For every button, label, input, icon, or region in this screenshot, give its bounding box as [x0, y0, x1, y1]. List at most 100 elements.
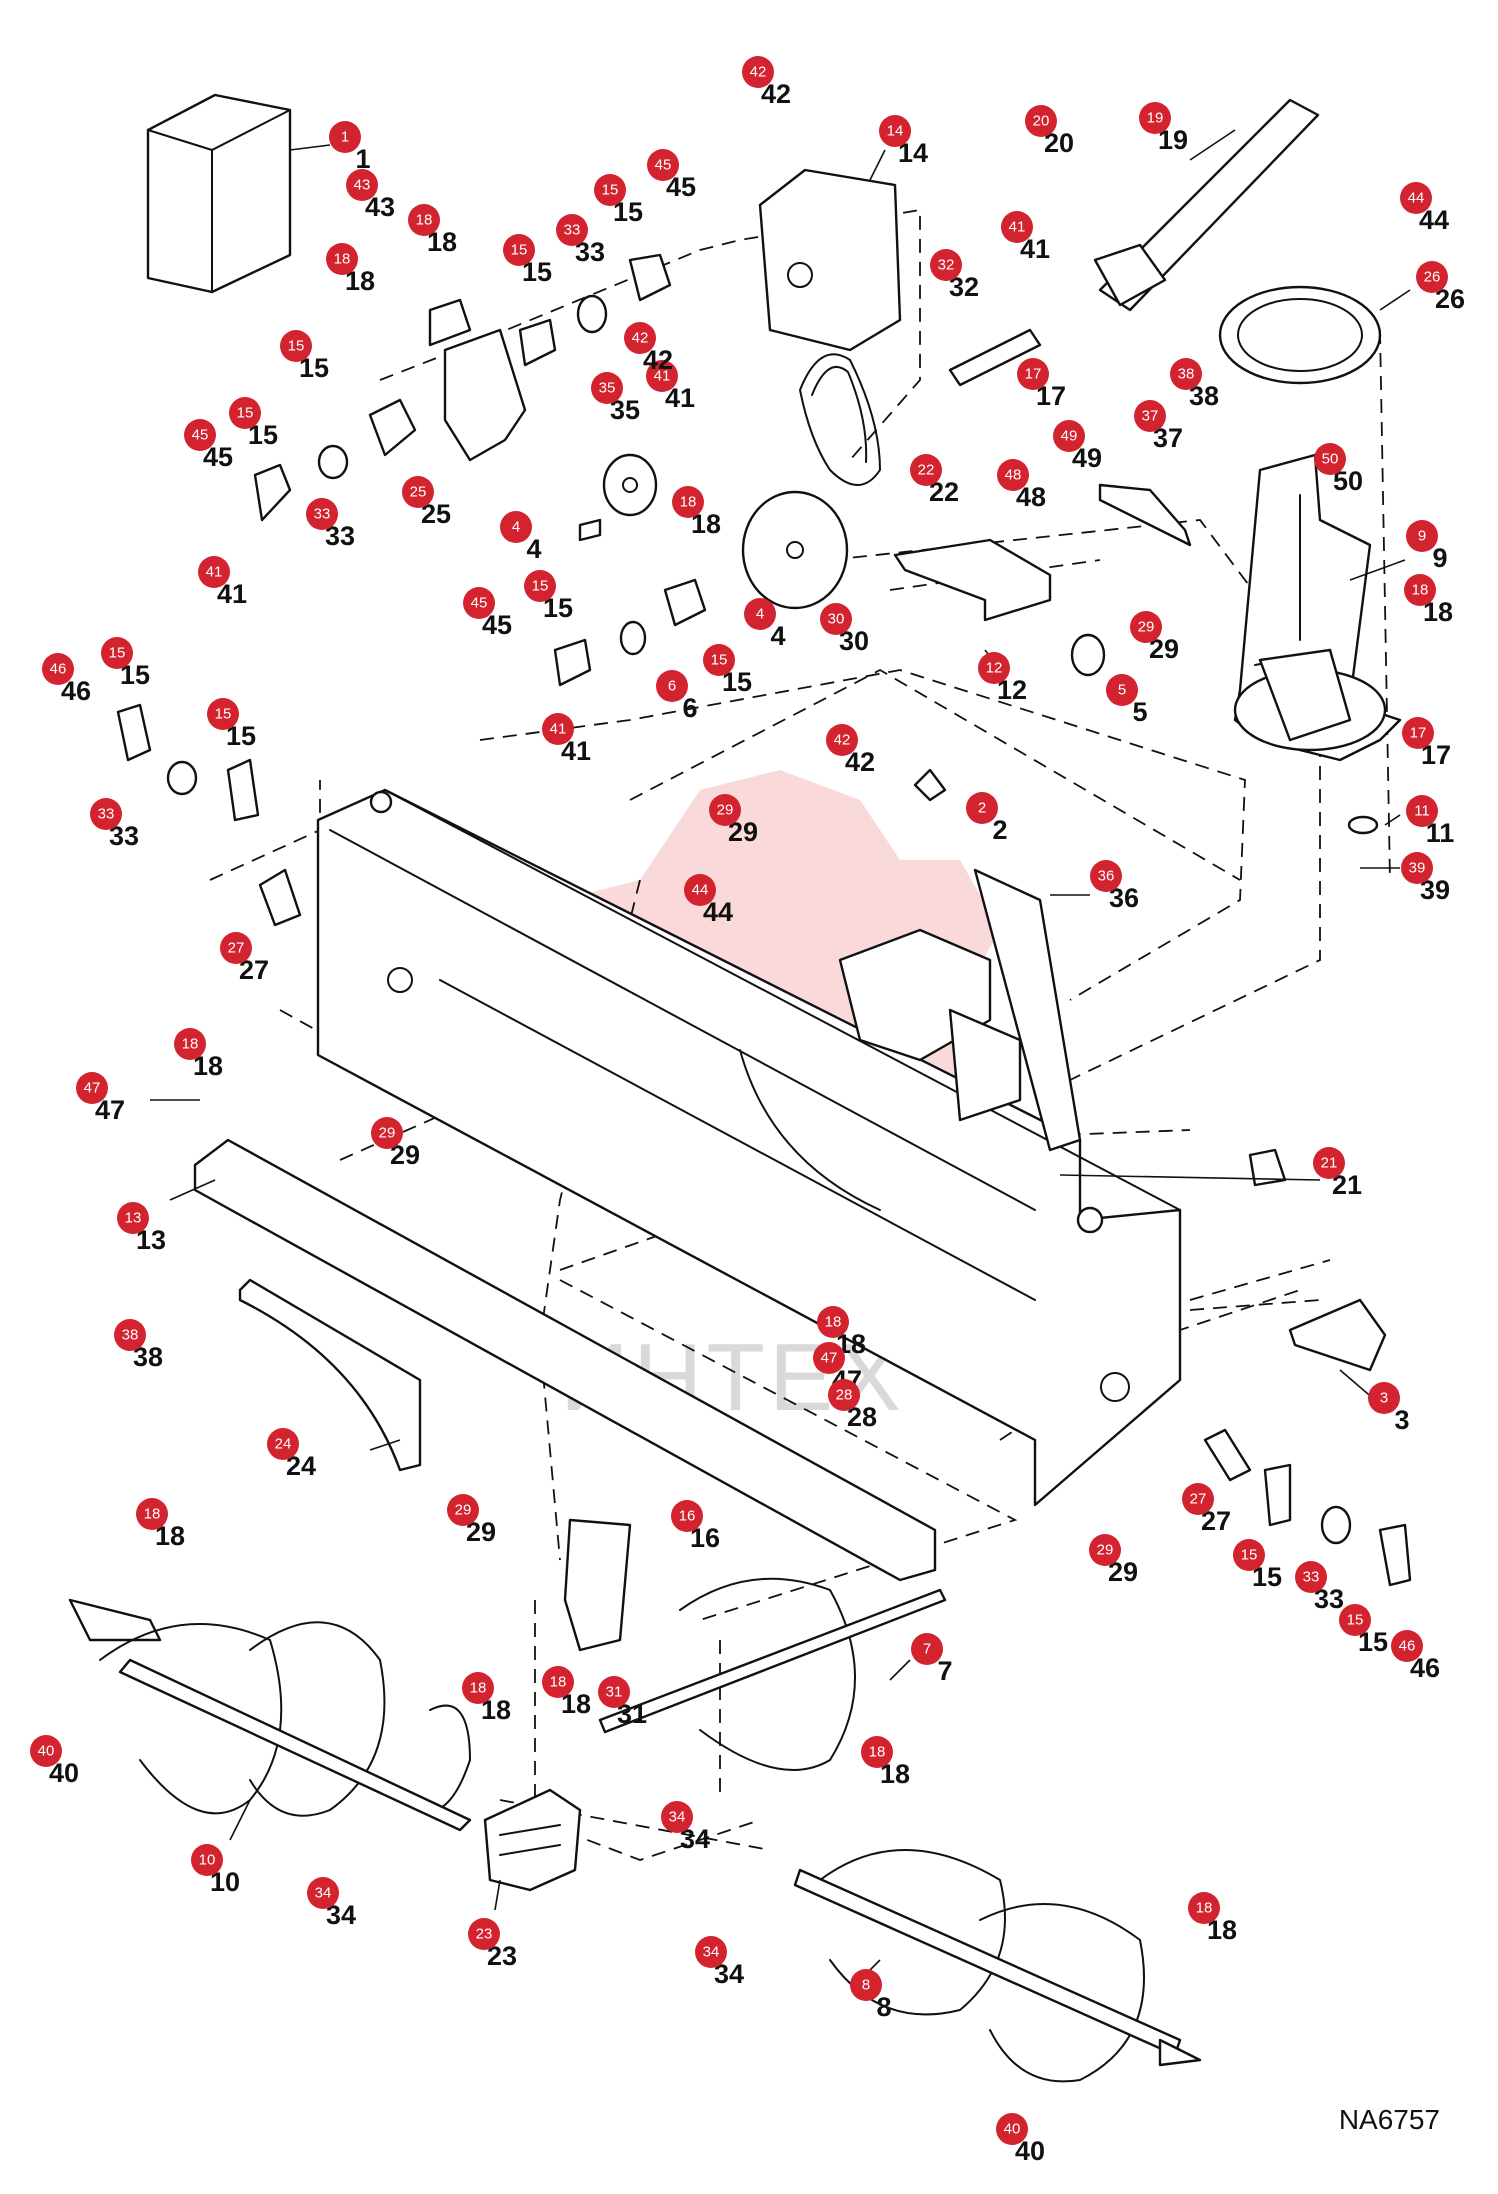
callout-part-number: 3	[1394, 1405, 1409, 1435]
callout-badge	[1182, 1483, 1214, 1515]
callout-badge	[996, 2113, 1028, 2145]
callout-badge-number: 18	[470, 1680, 487, 1697]
callout-badge-number: 15	[511, 242, 528, 259]
callout-badge	[306, 498, 338, 530]
callout-badge	[371, 1117, 403, 1149]
callout-part-number: 4	[770, 621, 785, 651]
callout-badge-number: 45	[471, 595, 488, 612]
callout-badge	[280, 330, 312, 362]
callout-badge	[500, 511, 532, 543]
callout-badge-number: 20	[1033, 113, 1050, 130]
callout-part-number: 8	[876, 1992, 891, 2022]
callout-badge	[207, 698, 239, 730]
callout-badge	[1401, 852, 1433, 884]
callout-badge	[861, 1736, 893, 1768]
callout-badge-number: 19	[1147, 110, 1164, 127]
callout-badge	[184, 419, 216, 451]
callout-badge-number: 18	[869, 1744, 886, 1761]
callout-badge	[1053, 420, 1085, 452]
callout-6: 66	[656, 670, 698, 723]
callout-badge-number: 18	[144, 1506, 161, 1523]
callout-badge-number: 18	[334, 251, 351, 268]
callout-badge-number: 11	[1414, 803, 1430, 820]
part-gearbox	[483, 1788, 582, 1892]
callout-badge-number: 33	[564, 222, 581, 239]
callout-part-number: 6	[682, 693, 697, 723]
part-sprocket-large	[741, 490, 849, 610]
callout-badge-number: 41	[1009, 219, 1026, 236]
callout-badge	[447, 1494, 479, 1526]
callout-badge-number: 49	[1061, 428, 1078, 445]
callout-badge-number: 15	[215, 706, 232, 723]
callout-2: 22	[966, 792, 1008, 845]
callout-badge-number: 42	[632, 330, 649, 347]
callout-badge-number: 45	[192, 427, 209, 444]
callout-badge-number: 25	[410, 484, 427, 501]
callout-badge	[1188, 1892, 1220, 1924]
part-skid-plate	[238, 1278, 422, 1472]
callout-badge-number: 47	[821, 1350, 838, 1367]
callout-badge-number: 43	[354, 177, 371, 194]
callout-badge	[468, 1918, 500, 1950]
callout-badge-number: 22	[918, 462, 935, 479]
callout-badge-number: 9	[1418, 528, 1426, 545]
callout-badge	[220, 932, 252, 964]
callout-badge-number: 28	[836, 1387, 853, 1404]
callout-part-number: 4	[526, 534, 541, 564]
callout-badge	[671, 1500, 703, 1532]
callout-badge	[1233, 1539, 1265, 1571]
part-shield	[758, 168, 902, 352]
callout-4: 44	[744, 598, 786, 651]
callout-badge	[101, 637, 133, 669]
callout-badge	[174, 1028, 206, 1060]
callout-badge	[1406, 520, 1438, 552]
callout-badge-number: 39	[1409, 860, 1426, 877]
callout-badge	[1106, 674, 1138, 706]
callout-badge	[911, 1633, 943, 1665]
callout-badge-number: 35	[599, 380, 616, 397]
callout-badge-number: 12	[986, 660, 1003, 677]
callout-badge	[1339, 1604, 1371, 1636]
callout-badge-number: 27	[1190, 1491, 1207, 1508]
callout-badge-number: 21	[1321, 1155, 1338, 1172]
callout-badge	[1089, 1534, 1121, 1566]
callout-badge-number: 44	[692, 882, 709, 899]
callout-badge	[1090, 860, 1122, 892]
part-drive-shaft	[1093, 98, 1320, 312]
callout-badge-number: 47	[84, 1080, 101, 1097]
callout-badge-number: 15	[711, 652, 728, 669]
callout-badge	[813, 1342, 845, 1374]
callout-badge-number: 15	[237, 405, 254, 422]
callout-badge	[826, 724, 858, 756]
callout-badge-number: 1	[341, 129, 349, 146]
callout-badge-number: 34	[315, 1885, 332, 1902]
callout-badge	[90, 798, 122, 830]
callout-7: 77	[911, 1633, 953, 1686]
